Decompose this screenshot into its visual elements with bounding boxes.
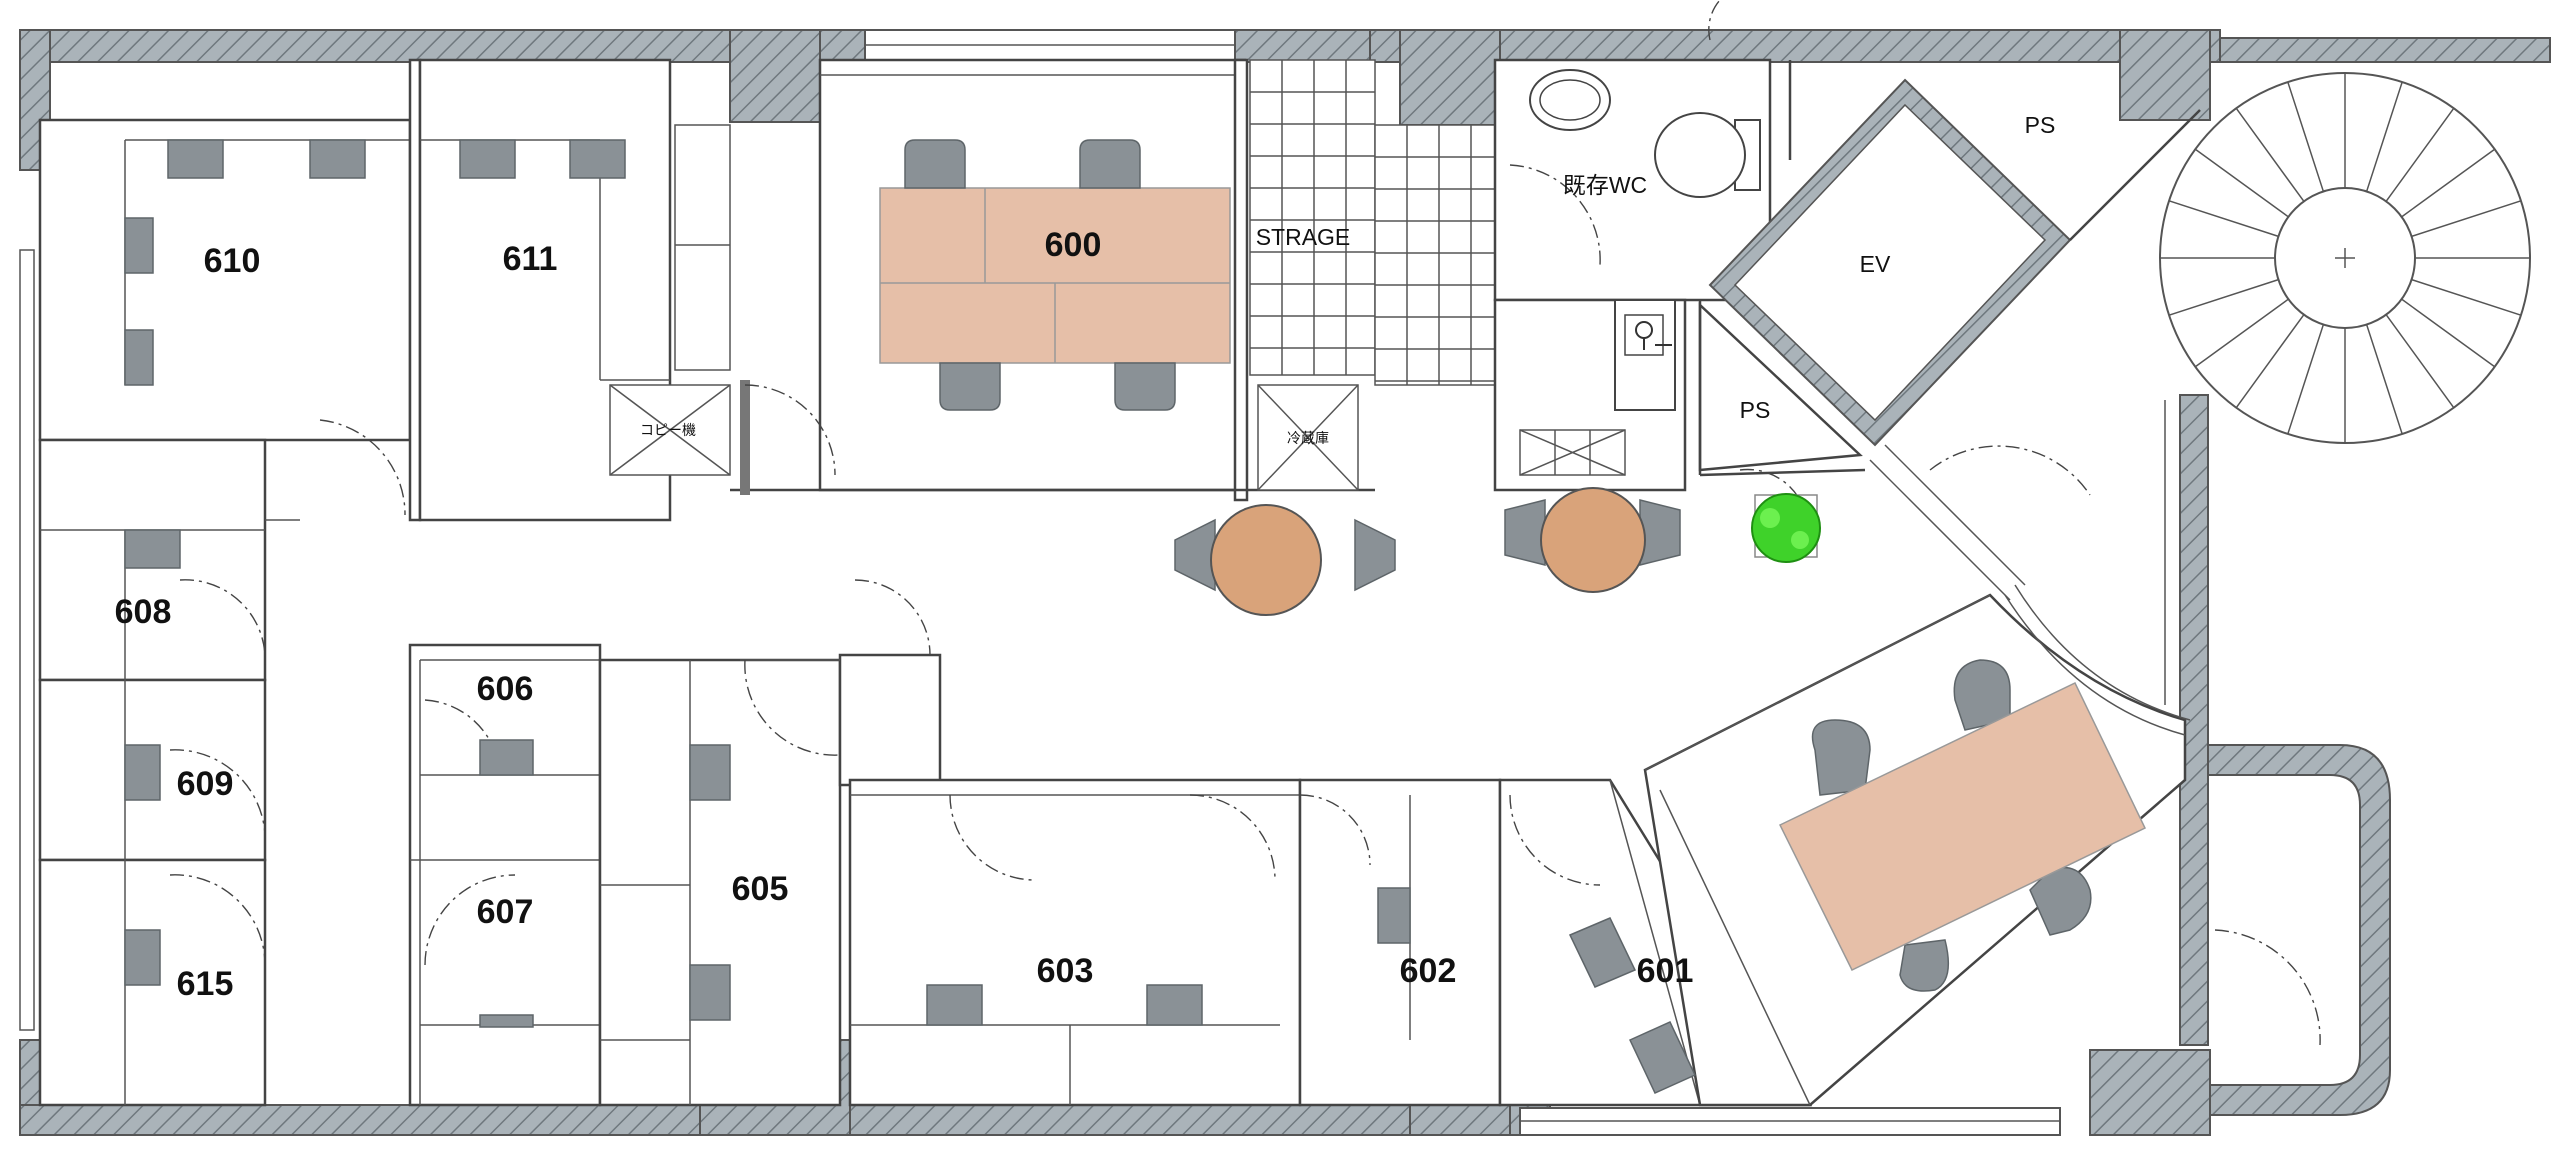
wc-label: 既存WC: [1563, 172, 1647, 198]
stair-tread: [2235, 314, 2305, 409]
chairs-600: [904, 139, 1176, 411]
room-label-608: 608: [115, 593, 172, 631]
room-label-611: 611: [503, 240, 558, 278]
room-label-609: 609: [177, 765, 234, 803]
toilet-icon: [1654, 112, 1761, 198]
stair-tread: [2411, 200, 2522, 238]
stair-tread: [2194, 298, 2289, 368]
desks-601: [1568, 917, 1697, 1094]
stair-tread: [2235, 107, 2305, 202]
storage-label: STRAGE: [1256, 224, 1351, 250]
stair-tread: [2365, 324, 2403, 435]
room-label-602: 602: [1400, 952, 1457, 990]
stair-tread: [2168, 278, 2279, 316]
copier-label: コピー機: [640, 422, 696, 438]
stair-tread: [2385, 107, 2455, 202]
desks-611: [459, 139, 626, 179]
stair-tread: [2168, 200, 2279, 238]
stair-tread: [2401, 148, 2496, 218]
chairs-605: [689, 744, 731, 1021]
room-label-610: 610: [204, 242, 261, 280]
stair-tread: [2411, 278, 2522, 316]
desk-602: [1377, 887, 1411, 944]
room-labels: 600 601 602 603 605 606 607 608 609 610 …: [115, 226, 1694, 1003]
doors: [169, 0, 2321, 1046]
fridge-label: 冷蔵庫: [1287, 430, 1329, 446]
desk-606: [479, 739, 534, 776]
elevator-label: EV: [1860, 251, 1891, 277]
desk-607: [479, 1014, 534, 1028]
meeting-table-600: [879, 187, 1231, 364]
stair-tread: [2287, 324, 2325, 435]
room-label-601: 601: [1637, 952, 1694, 990]
kitchen-sink-icon: [1614, 299, 1676, 411]
windows: [19, 29, 2061, 1136]
ps-top-label: PS: [2025, 112, 2056, 138]
desk-615: [124, 929, 161, 986]
area-labels: STRAGE EV PS PS 既存WC コピー機 冷蔵庫: [640, 112, 2055, 446]
room-label-607: 607: [477, 893, 534, 931]
sink-icon: [1529, 69, 1611, 131]
stair-tread: [2287, 81, 2325, 192]
desk-609: [124, 744, 161, 801]
plant-icon: [1751, 493, 1821, 563]
spiral-stair-icon: [2159, 72, 2531, 444]
room-label-606: 606: [477, 670, 534, 708]
stair-tread: [2365, 81, 2403, 192]
room-label-605: 605: [732, 870, 789, 908]
desks-610: [124, 139, 366, 386]
desk-608: [124, 529, 181, 569]
furniture: [124, 69, 2147, 1094]
outer-walls: [19, 29, 2551, 1136]
stair-tread: [2194, 148, 2289, 218]
stair-tread: [2385, 314, 2455, 409]
round-table-left: [1174, 504, 1396, 616]
ps-mid-label: PS: [1740, 397, 1771, 423]
desks-603: [926, 984, 1203, 1026]
round-table-right: [1504, 487, 1681, 593]
room-label-603: 603: [1037, 952, 1094, 990]
room-label-615: 615: [177, 965, 234, 1003]
room-label-600: 600: [1045, 226, 1102, 264]
meeting-table-601: [1778, 659, 2147, 992]
stair-tread: [2401, 298, 2496, 368]
